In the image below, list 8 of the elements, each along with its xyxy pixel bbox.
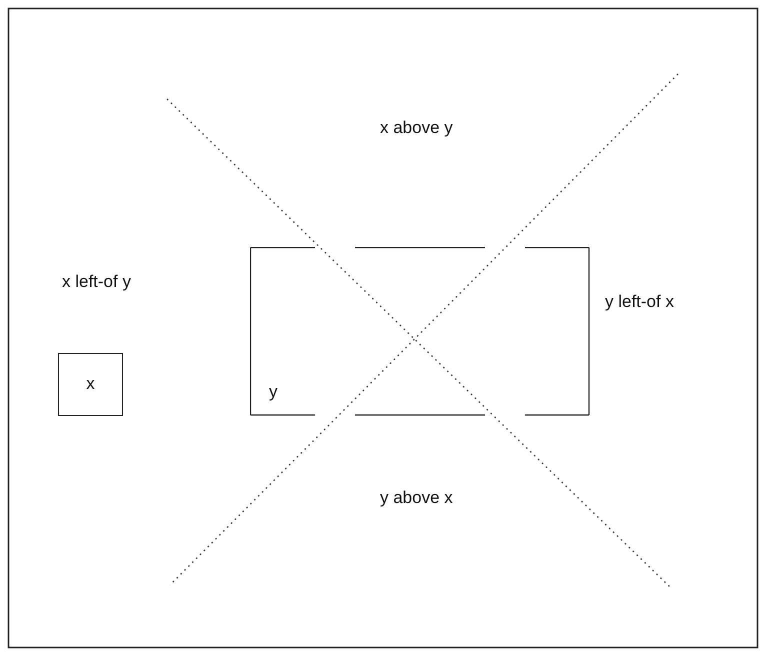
region-label: x above y bbox=[380, 118, 453, 138]
object-box bbox=[58, 353, 123, 416]
region-box bbox=[250, 247, 590, 416]
object-label: x bbox=[86, 374, 95, 394]
region-label: x left-of y bbox=[62, 272, 131, 292]
region-label: y above x bbox=[380, 488, 453, 508]
region-label: y left-of x bbox=[605, 292, 674, 312]
object-label: y bbox=[269, 382, 278, 402]
